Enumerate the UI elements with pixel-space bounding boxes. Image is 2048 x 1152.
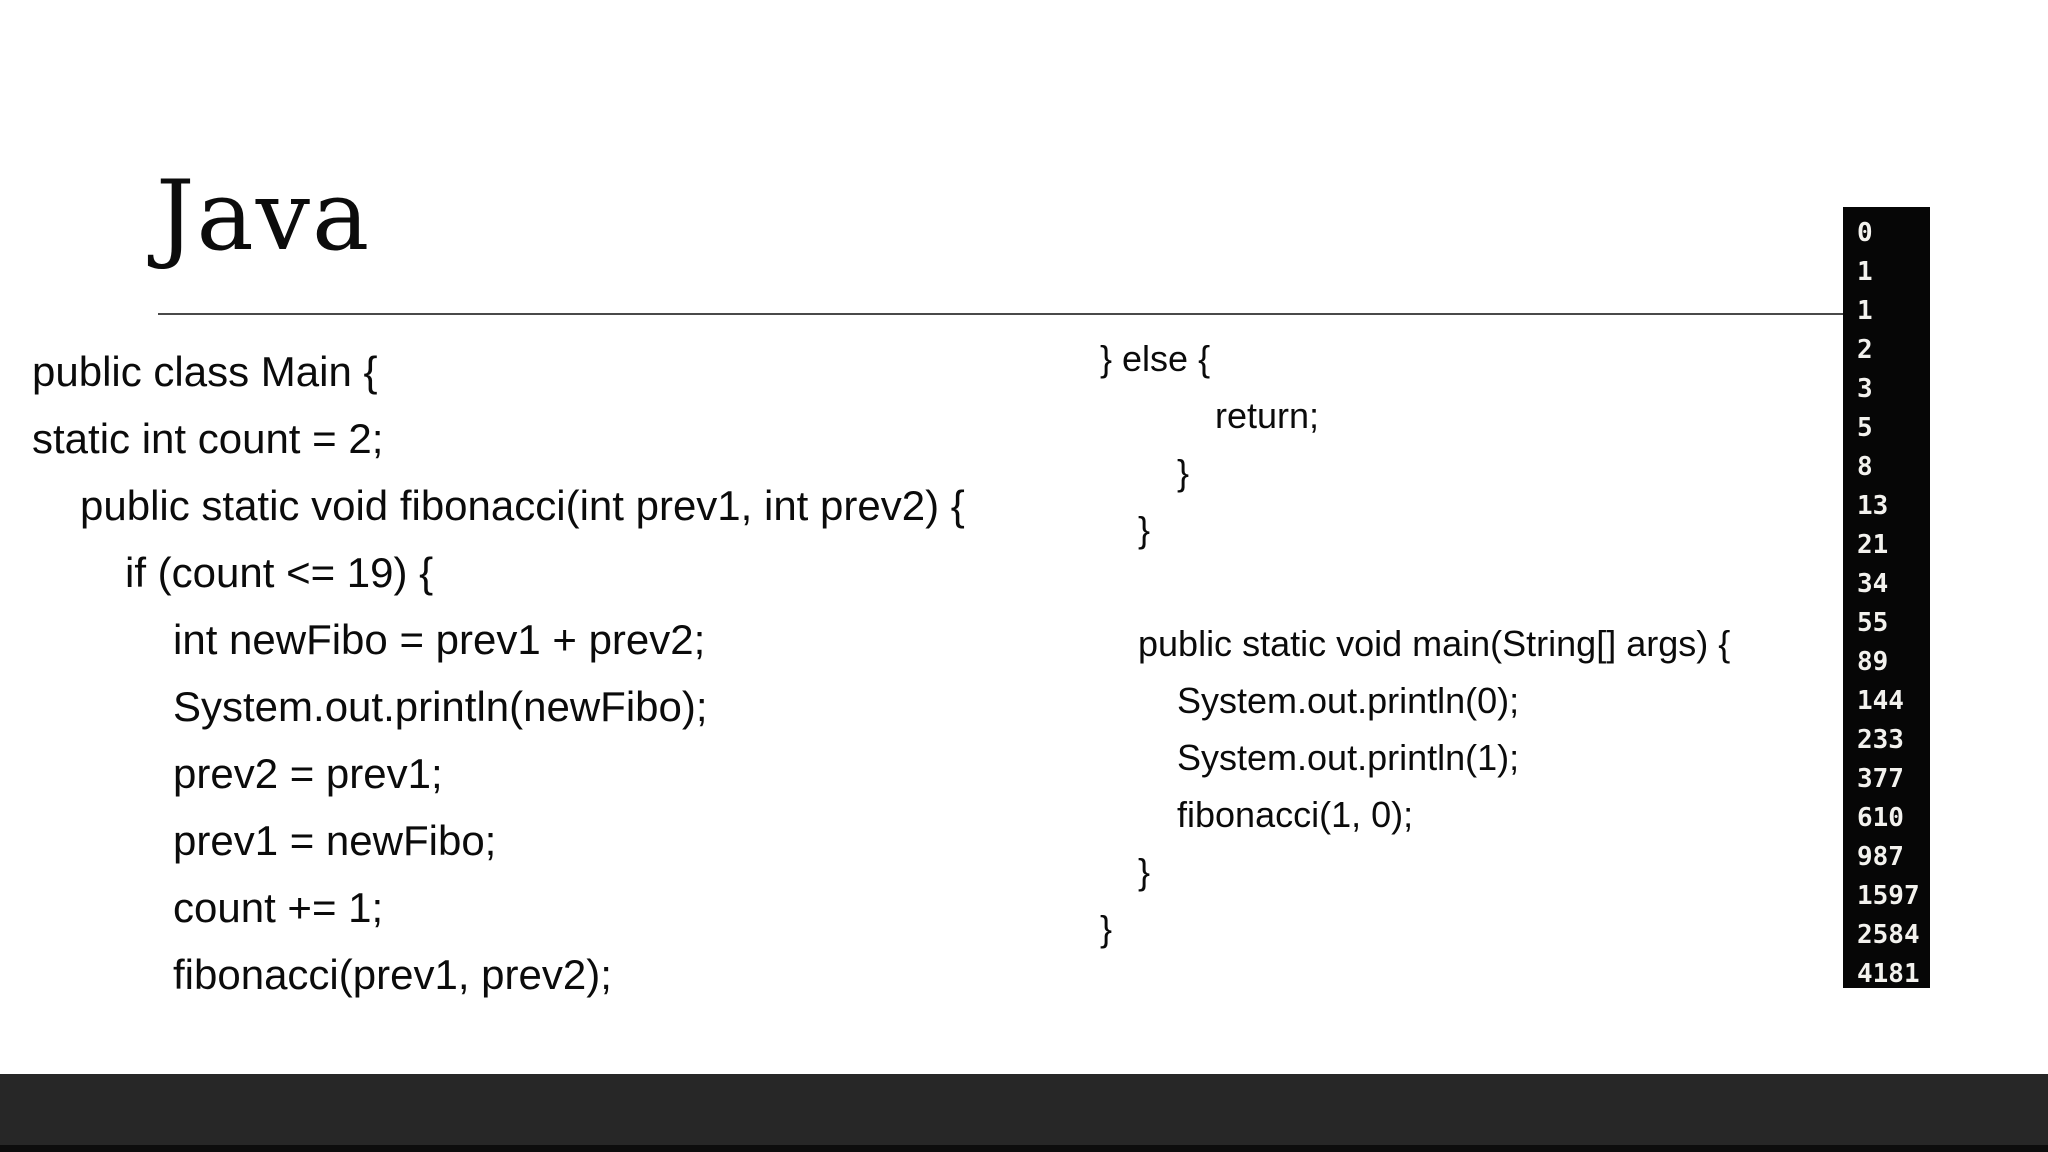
code-line: }: [1138, 851, 1151, 892]
code-line: if (count <= 19) {: [125, 549, 434, 596]
console-output-value: 1: [1857, 296, 1873, 326]
console-output-value: 1597: [1857, 881, 1920, 911]
code-column-right: } else {return;}} public static void main…: [1100, 330, 1730, 957]
footer-bottom-strip: [0, 1145, 2048, 1152]
console-output-value: 8: [1857, 452, 1873, 482]
code-line: } else {: [1100, 338, 1211, 379]
console-output-value: 2584: [1857, 920, 1920, 950]
code-line: static int count = 2;: [32, 415, 384, 462]
console-output-value: 2: [1857, 335, 1873, 365]
console-output-value: 13: [1857, 491, 1889, 521]
console-output-value: 987: [1857, 842, 1904, 872]
code-line: System.out.println(0);: [1177, 680, 1520, 721]
code-line: return;: [1215, 395, 1320, 436]
code-line: public class Main {: [32, 348, 378, 395]
console-output-panel: 0 1 1 2 3 5 8 13 21 34 55 89 144 233 377 610 987 1597 2584…: [1843, 207, 1930, 989]
console-output-value: 89: [1857, 647, 1889, 677]
code-line: count += 1;: [173, 884, 384, 931]
console-output-value: 144: [1857, 686, 1904, 716]
code-column-left: public class Main { static int count = 2;…: [32, 338, 965, 1008]
code-line: }: [1100, 908, 1113, 949]
code-line: }: [1177, 452, 1190, 493]
code-line: System.out.println(1);: [1177, 737, 1520, 778]
console-output-value: 55: [1857, 608, 1889, 638]
code-line: prev1 = newFibo;: [173, 817, 497, 864]
code-line: public static void fibonacci(int prev1, …: [80, 482, 965, 529]
console-output-value: 21: [1857, 530, 1889, 560]
console-output-value: 3: [1857, 374, 1873, 404]
console-output-value: 0: [1857, 218, 1873, 248]
code-line: prev2 = prev1;: [173, 750, 443, 797]
console-output-value: 4181: [1857, 959, 1920, 989]
console-output-value: 233: [1857, 725, 1904, 755]
code-line: System.out.println(newFibo);: [173, 683, 708, 730]
code-line: }: [1138, 509, 1151, 550]
code-line: public static void main(String[] args) {: [1138, 623, 1731, 664]
console-output-value: 377: [1857, 764, 1904, 794]
title-underline: [158, 313, 1843, 315]
code-line: int newFibo = prev1 + prev2;: [173, 616, 706, 663]
console-output-value: 5: [1857, 413, 1873, 443]
console-output-value: 610: [1857, 803, 1904, 833]
console-output-value: 34: [1857, 569, 1889, 599]
code-line: fibonacci(prev1, prev2);: [173, 951, 612, 998]
code-line: fibonacci(1, 0);: [1177, 794, 1414, 835]
console-output-value: 1: [1857, 257, 1873, 287]
slide-title: Java: [156, 160, 372, 272]
footer-bar: [0, 1074, 2048, 1152]
code-line: [1100, 558, 1730, 615]
